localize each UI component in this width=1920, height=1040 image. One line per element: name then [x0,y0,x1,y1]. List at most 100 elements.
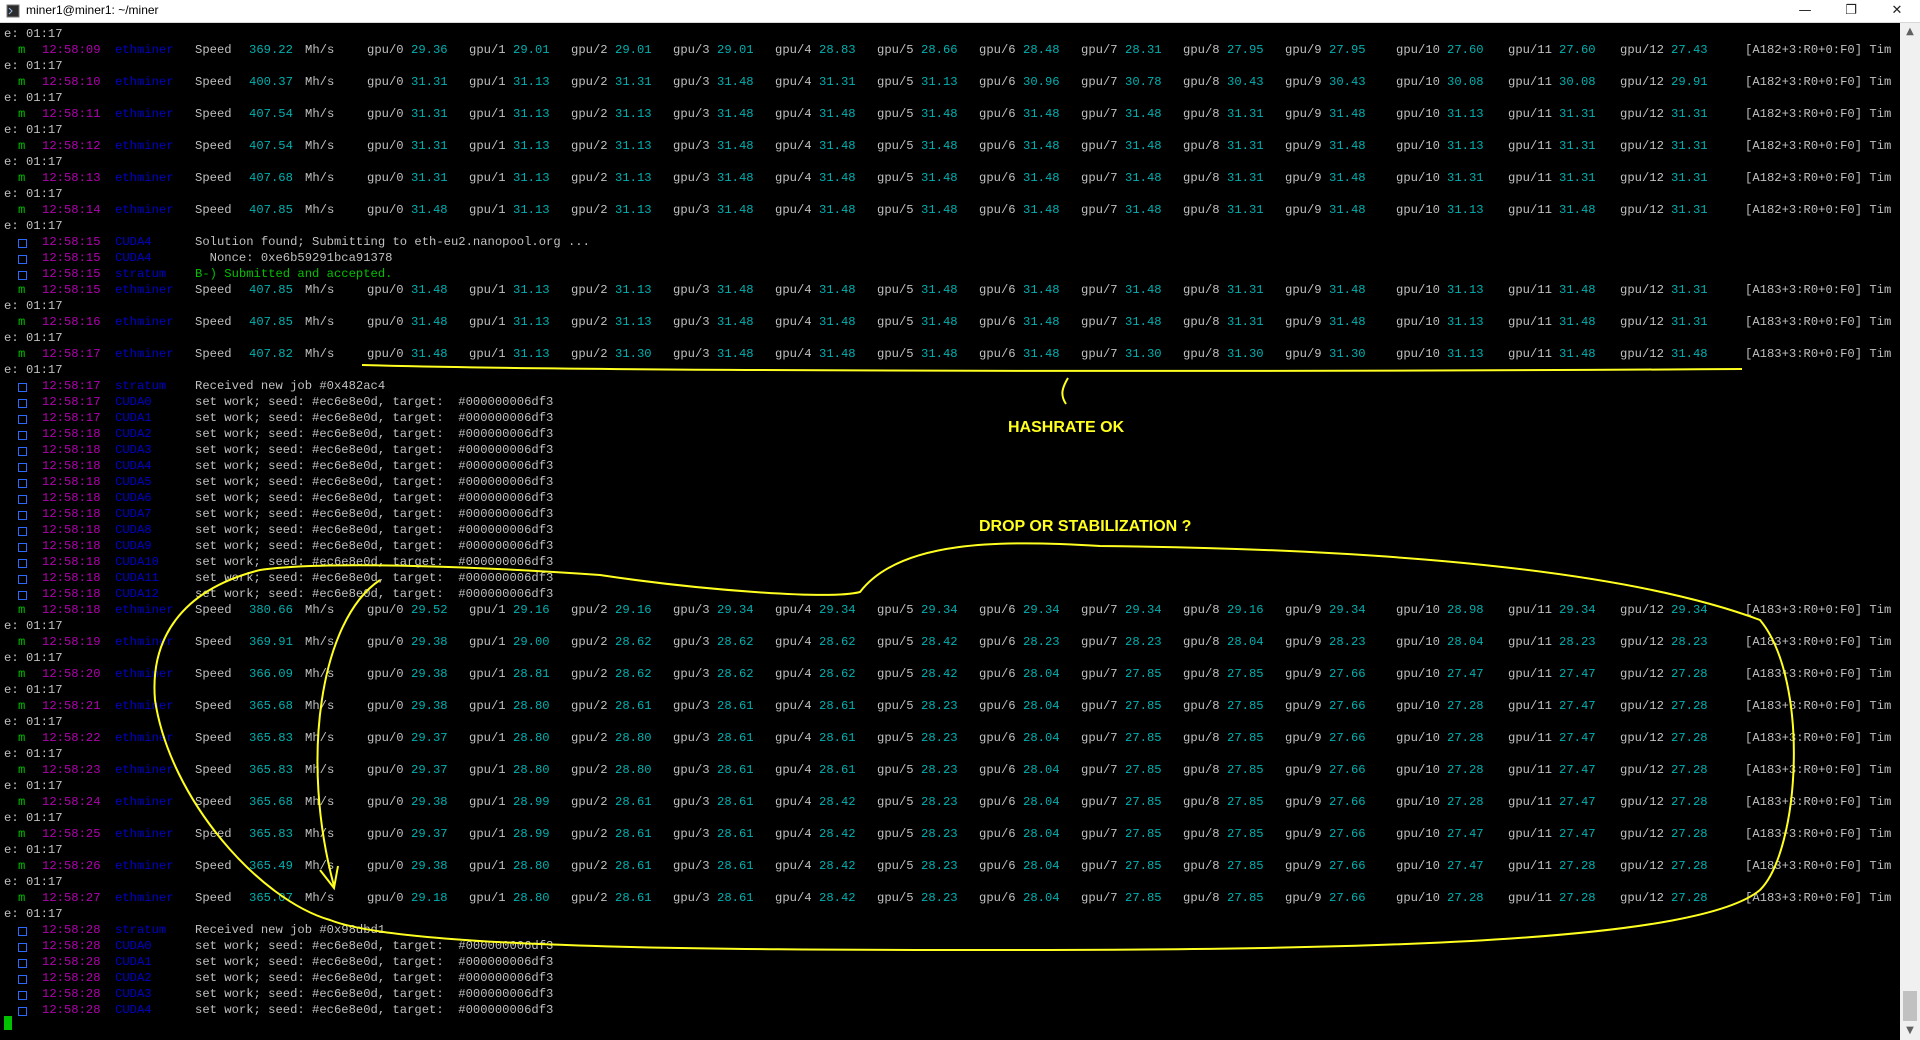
log-time: 12:58:18 [42,491,101,505]
gpu-label: gpu/2 [571,283,608,297]
gpu-hashrate: 28.23 [921,859,958,873]
gpu-label: gpu/6 [979,43,1016,57]
speed-label: Speed [195,107,232,121]
gpu-label: gpu/6 [979,795,1016,809]
log-marker: m [18,139,26,153]
vertical-scrollbar[interactable]: ▲ ▼ [1900,23,1920,1040]
gpu-hashrate: 31.13 [1447,315,1484,329]
gpu-hashrate: 28.04 [1023,731,1060,745]
gpu-label: gpu/4 [775,699,812,713]
gpu-hashrate: 27.60 [1559,43,1596,57]
gpu-hashrate: 31.13 [513,283,550,297]
gpu-label: gpu/7 [1081,731,1118,745]
gpu-label: gpu/10 [1396,699,1440,713]
gpu-label: gpu/2 [571,891,608,905]
gpu-hashrate: 28.23 [921,795,958,809]
gpu-label: gpu/0 [367,75,404,89]
gpu-hashrate: 31.48 [819,283,856,297]
log-message: set work; seed: #ec6e8e0d, target: #0000… [195,507,554,521]
elapsed-label: e: 01:17 [4,299,63,313]
speed-label: Speed [195,43,232,57]
speed-value: 365.83 [249,763,293,777]
gpu-hashrate: 27.66 [1329,763,1366,777]
gpu-label: gpu/9 [1285,203,1322,217]
gpu-label: gpu/5 [877,795,914,809]
gpu-label: gpu/3 [673,859,710,873]
gpu-label: gpu/3 [673,635,710,649]
gpu-label: gpu/4 [775,859,812,873]
log-time: 12:58:17 [42,347,101,361]
speed-unit: Mh/s [305,603,335,617]
gpu-hashrate: 28.23 [1671,635,1708,649]
info-marker-icon [18,522,27,541]
share-stats: [A183+3:R0+0:F0] Tim [1745,827,1892,841]
speed-value: 407.85 [249,203,293,217]
gpu-label: gpu/2 [571,859,608,873]
gpu-hashrate: 31.48 [717,347,754,361]
gpu-label: gpu/8 [1183,859,1220,873]
log-source: stratum [115,267,167,281]
scroll-up-arrow-icon[interactable]: ▲ [1906,26,1914,37]
log-time: 12:58:22 [42,731,101,745]
minimize-button[interactable]: — [1798,3,1812,18]
gpu-hashrate: 31.13 [1447,203,1484,217]
log-source: ethminer [115,139,174,153]
gpu-label: gpu/10 [1396,667,1440,681]
gpu-label: gpu/4 [775,827,812,841]
gpu-hashrate: 31.31 [1671,315,1708,329]
gpu-label: gpu/3 [673,603,710,617]
gpu-label: gpu/8 [1183,795,1220,809]
gpu-hashrate: 29.38 [411,635,448,649]
gpu-hashrate: 29.34 [717,603,754,617]
log-source: ethminer [115,347,174,361]
gpu-hashrate: 29.52 [411,603,448,617]
gpu-hashrate: 28.83 [819,43,856,57]
share-stats: [A182+3:R0+0:F0] Tim [1745,139,1892,153]
gpu-label: gpu/2 [571,43,608,57]
gpu-label: gpu/9 [1285,603,1322,617]
gpu-label: gpu/2 [571,203,608,217]
gpu-label: gpu/5 [877,731,914,745]
speed-label: Speed [195,347,232,361]
window-titlebar: miner1@miner1: ~/miner — ❐ ✕ [0,0,1920,23]
gpu-label: gpu/11 [1508,203,1552,217]
speed-label: Speed [195,731,232,745]
close-button[interactable]: ✕ [1891,3,1903,18]
gpu-label: gpu/2 [571,315,608,329]
gpu-hashrate: 27.95 [1329,43,1366,57]
log-source: ethminer [115,603,174,617]
gpu-label: gpu/7 [1081,859,1118,873]
log-line: e: 01:17 [4,154,1900,170]
gpu-hashrate: 28.23 [1023,635,1060,649]
scroll-thumb[interactable] [1903,991,1917,1021]
gpu-label: gpu/0 [367,859,404,873]
gpu-hashrate: 28.04 [1227,635,1264,649]
gpu-hashrate: 31.31 [1559,139,1596,153]
gpu-label: gpu/11 [1508,315,1552,329]
gpu-label: gpu/3 [673,667,710,681]
gpu-hashrate: 29.36 [411,43,448,57]
scroll-down-arrow-icon[interactable]: ▼ [1906,1025,1914,1036]
gpu-hashrate: 30.08 [1559,75,1596,89]
speed-value: 407.85 [249,315,293,329]
gpu-hashrate: 27.28 [1559,891,1596,905]
gpu-label: gpu/9 [1285,827,1322,841]
maximize-button[interactable]: ❐ [1845,3,1857,18]
gpu-hashrate: 31.48 [1125,139,1162,153]
gpu-label: gpu/11 [1508,171,1552,185]
gpu-hashrate: 27.28 [1447,891,1484,905]
gpu-label: gpu/4 [775,107,812,121]
info-marker-icon [18,506,27,525]
gpu-label: gpu/4 [775,635,812,649]
gpu-hashrate: 31.48 [1023,171,1060,185]
info-marker-icon [18,586,27,605]
